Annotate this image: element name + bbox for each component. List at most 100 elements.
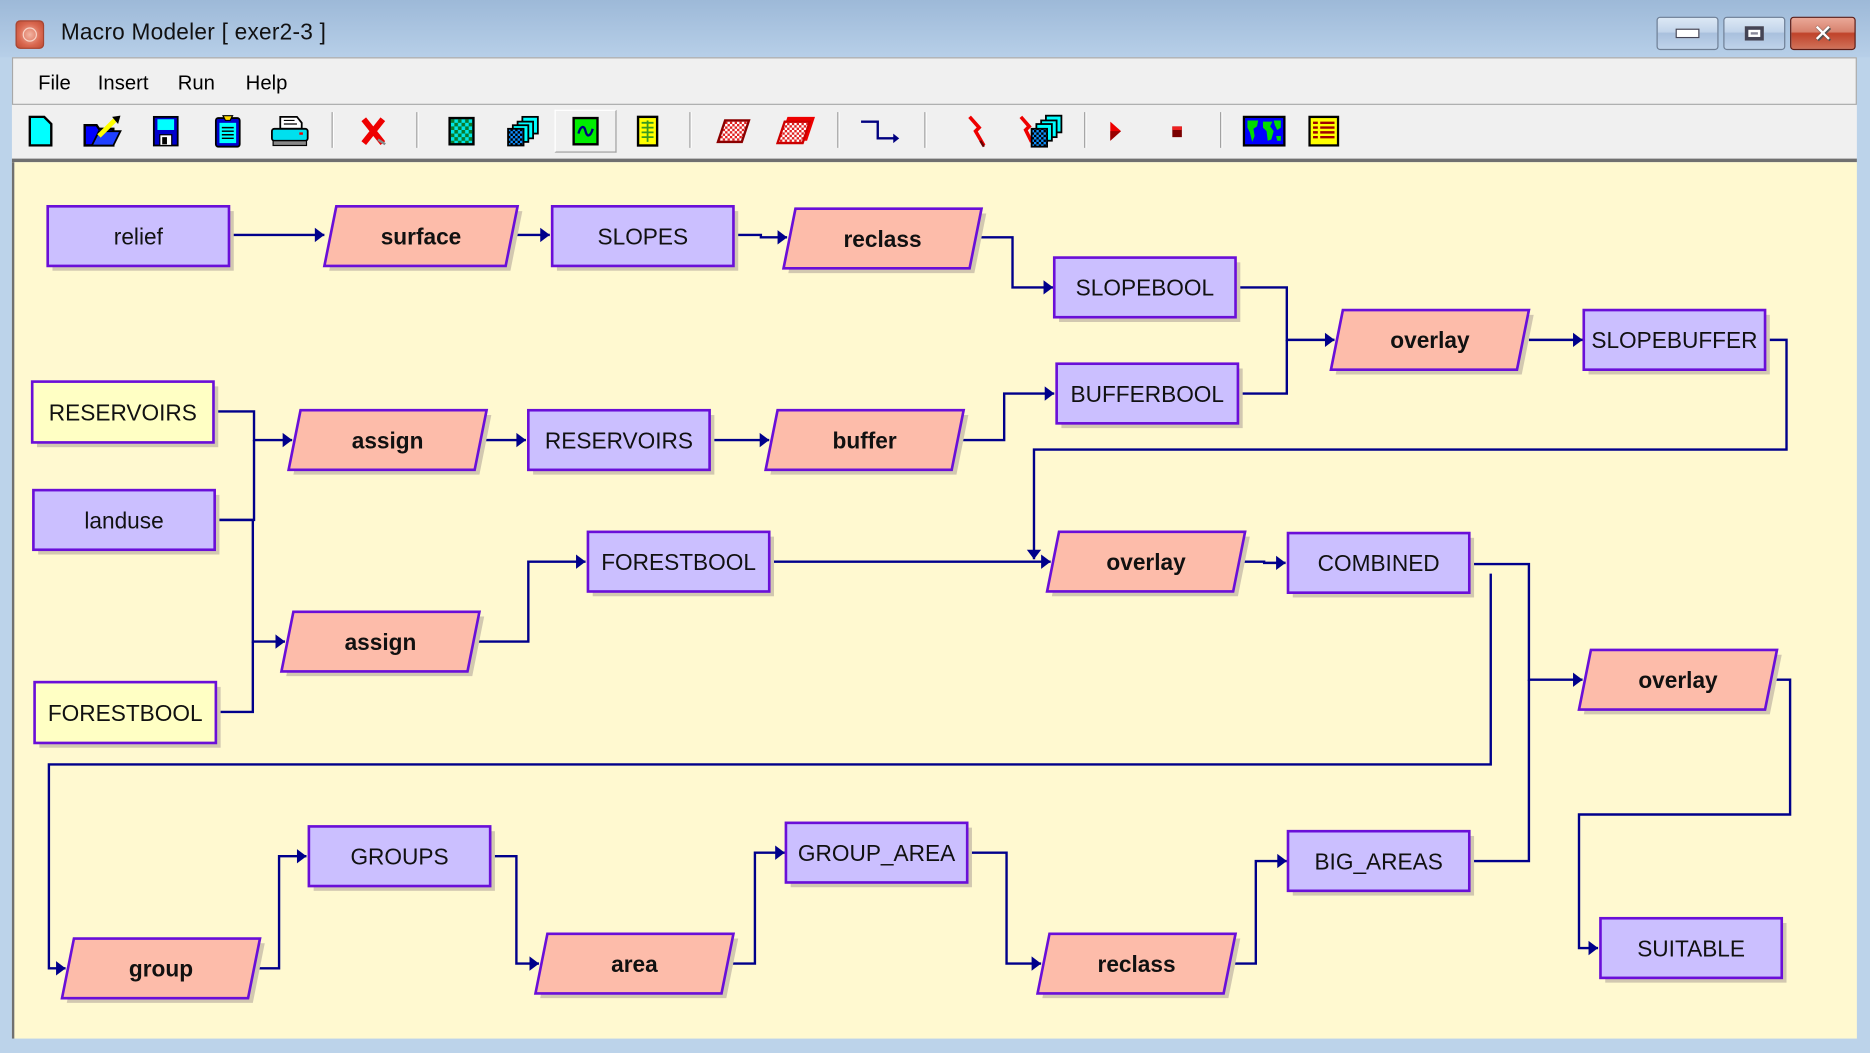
layer-shape[interactable] [1052,256,1237,319]
layer-shape[interactable] [586,530,771,593]
layer-node-group-area[interactable]: GROUP_AREA [784,821,972,888]
connector-line[interactable] [1239,286,1335,342]
print-button[interactable] [266,110,314,153]
connector-line[interactable] [1239,339,1289,395]
module-shape[interactable] [1577,648,1779,711]
connector-line[interactable] [493,855,540,965]
title-bar[interactable]: Macro Modeler [ exer2-3 ] ✕ [0,0,1870,58]
process-node-overlay2[interactable]: overlay [1045,530,1250,597]
module-shape[interactable] [1035,932,1238,995]
layer-shape[interactable] [527,408,711,472]
connector-line[interactable] [257,855,307,970]
module-shape[interactable] [322,204,520,268]
layer-shape[interactable] [307,825,492,888]
layer-shape[interactable] [784,821,969,884]
connector-line[interactable] [47,573,1492,970]
connector-line[interactable] [737,233,788,239]
raster-group-button[interactable] [500,110,548,153]
layer-shape[interactable] [1055,362,1240,425]
layer-node-reservoirs-in[interactable]: RESERVOIRS [30,380,219,448]
process-node-assign1[interactable]: assign [287,408,492,475]
connector-line[interactable] [1472,562,1583,681]
delete-button[interactable] [349,110,397,153]
process-node-reclass1[interactable]: reclass [781,207,987,274]
connector-line[interactable] [215,518,286,643]
layer-node-slopes[interactable]: SLOPES [550,204,739,271]
stop-button[interactable] [1153,110,1201,153]
module-shape[interactable] [533,932,736,995]
connector-line[interactable] [977,236,1054,289]
layer-node-groups[interactable]: GROUPS [307,825,495,891]
process-node-buffer[interactable]: buffer [764,408,969,475]
module-shape[interactable] [781,207,984,270]
layer-shape[interactable] [30,380,215,444]
layer-node-slopebuffer[interactable]: SLOPEBUFFER [1582,308,1770,375]
menu-help[interactable]: Help [245,71,288,95]
display-button[interactable] [1238,110,1290,153]
module-shape[interactable] [1329,308,1531,371]
connector-line[interactable] [729,851,785,965]
menu-file[interactable]: File [38,71,71,95]
layer-shape[interactable] [1599,916,1784,980]
copy-button[interactable] [204,110,252,153]
module-shape[interactable] [279,610,482,673]
connect-button[interactable] [856,110,904,153]
new-button[interactable] [17,110,65,153]
layer-shape[interactable] [1286,531,1471,594]
layer-node-combined[interactable]: COMBINED [1286,531,1475,598]
attribute-file-button[interactable] [624,110,672,153]
layer-shape[interactable] [1582,308,1767,371]
submodel-button[interactable] [772,110,820,153]
module-shape[interactable] [1045,530,1247,593]
layer-node-bufferbool[interactable]: BUFFERBOOL [1055,362,1243,429]
layer-shape[interactable] [550,204,735,268]
minimize-button[interactable] [1656,16,1719,51]
connector-line[interactable] [215,410,293,442]
restore-button[interactable] [1723,16,1786,51]
layer-shape[interactable] [32,488,216,552]
connector-line[interactable] [1577,678,1792,950]
connector-line[interactable] [969,851,1042,965]
process-node-overlay1[interactable]: overlay [1329,308,1534,375]
connector-line[interactable] [218,641,255,714]
module-shape[interactable] [764,408,966,472]
connector-line[interactable] [961,392,1055,442]
run-button[interactable] [1091,110,1139,153]
layer-node-relief[interactable]: relief [46,204,234,271]
connector-line[interactable] [1470,679,1531,863]
layer-node-slopebool[interactable]: SLOPEBOOL [1052,256,1241,322]
raster-layer-button[interactable] [438,110,486,153]
layer-node-forestbool[interactable]: FORESTBOOL [586,530,774,597]
connector-line[interactable] [215,440,256,522]
layer-node-reservoirs[interactable]: RESERVOIRS [527,408,715,475]
layer-node-forestbool-in[interactable]: FORESTBOOL [33,680,221,748]
layer-node-big-areas[interactable]: BIG_AREAS [1286,829,1475,896]
connector-line[interactable] [1032,338,1788,560]
process-node-group[interactable]: group [60,937,265,1003]
close-button[interactable]: ✕ [1790,16,1856,51]
menu-insert[interactable]: Insert [97,71,149,95]
layer-shape[interactable] [46,204,231,268]
group-link-button[interactable] [1017,110,1065,153]
documentation-button[interactable] [1300,110,1348,153]
open-button[interactable] [79,110,127,153]
dynamic-link-button[interactable] [955,110,1003,153]
connector-line[interactable] [1230,859,1287,965]
menu-run[interactable]: Run [177,71,215,95]
connector-line[interactable] [475,560,586,643]
module-shape[interactable] [60,937,262,1000]
layer-shape[interactable] [1286,829,1471,893]
process-node-surface[interactable]: surface [322,204,523,271]
save-button[interactable] [142,110,190,153]
layer-shape[interactable] [33,680,218,745]
process-node-area[interactable]: area [533,932,739,999]
layer-node-suitable[interactable]: SUITABLE [1599,916,1787,983]
connector-line[interactable] [1243,560,1286,565]
module-shape[interactable] [287,408,489,472]
process-node-reclass2[interactable]: reclass [1035,932,1241,999]
process-node-overlay3[interactable]: overlay [1577,648,1782,715]
vector-layer-button[interactable] [554,109,617,153]
layer-node-landuse[interactable]: landuse [32,488,220,555]
module-button[interactable] [710,110,758,153]
